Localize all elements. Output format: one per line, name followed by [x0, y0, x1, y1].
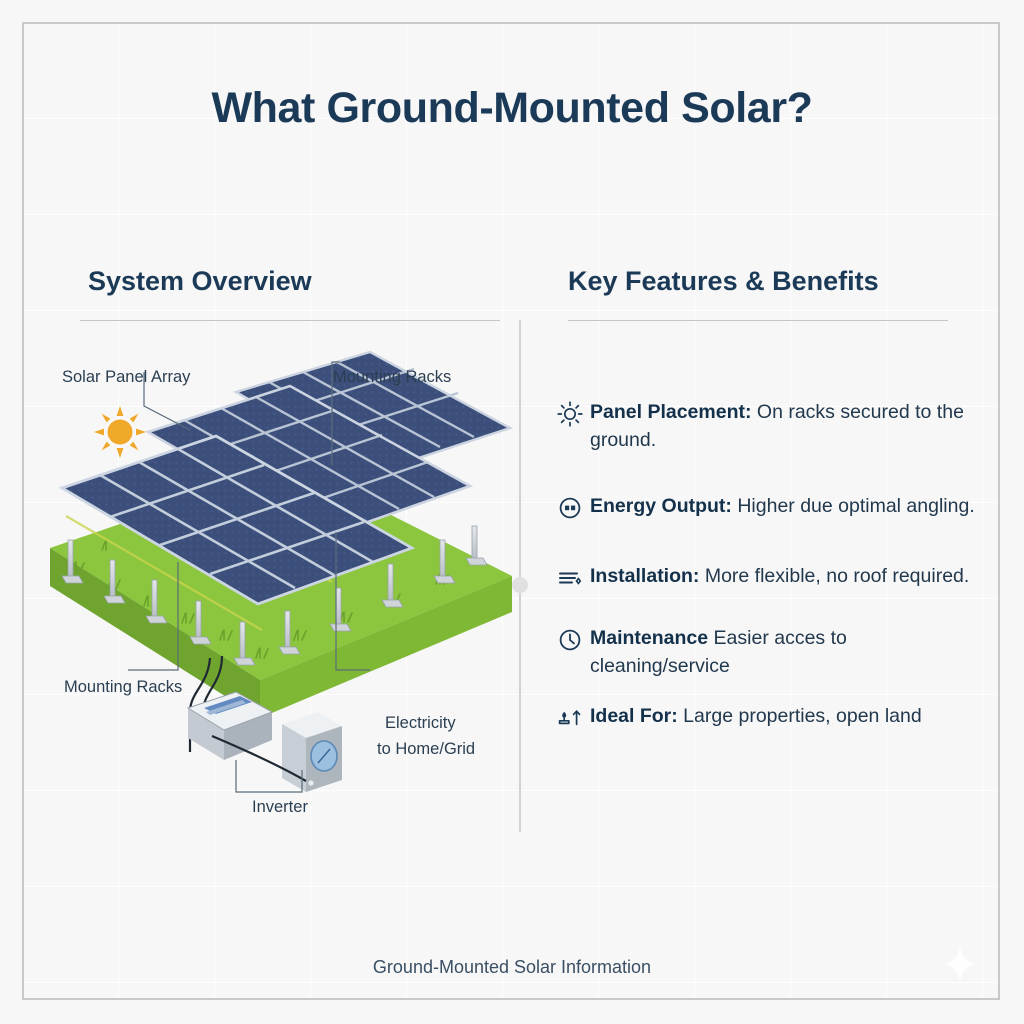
ground-mounted-solar-diagram: Solar Panel Array Mounting Racks Mountin…	[40, 340, 520, 840]
inverter-box	[186, 691, 274, 760]
feature-body: On racks secured to the ground.	[590, 401, 964, 451]
energy-output-icon	[556, 492, 590, 524]
feature-body: Easier acces to cleaning/service	[590, 627, 847, 677]
feature-text: Installation: More flexible, no roof req…	[590, 562, 969, 590]
diagram-svg	[50, 350, 514, 792]
feature-item-installation: Installation: More flexible, no roof req…	[556, 562, 1024, 594]
diagram-label-mounting-racks-top: Mounting Racks	[333, 368, 452, 386]
feature-text: Energy Output: Higher due optimal anglin…	[590, 492, 975, 520]
sun-icon	[556, 398, 590, 430]
diagram-label-mounting-racks-bottom: Mounting Racks	[64, 678, 183, 696]
meter-box	[282, 712, 342, 792]
diagram-label-solar-panel-array: Solar Panel Array	[62, 368, 191, 386]
heading-rule-right	[568, 320, 948, 321]
diagram-label-electricity-line1: Electricity	[385, 714, 456, 732]
divider-node	[512, 577, 528, 593]
installation-lines-icon	[556, 562, 590, 594]
solar-panel-row-front	[58, 434, 416, 631]
clock-icon	[556, 624, 590, 656]
feature-item-ideal-for: Ideal For: Large properties, open land	[556, 702, 1024, 734]
sun-icon	[94, 406, 146, 458]
section-heading-system-overview: System Overview	[88, 266, 312, 296]
features-list: Panel Placement: On racks secured to the…	[556, 398, 1024, 762]
diagram-label-inverter: Inverter	[252, 798, 308, 816]
page-title: What Ground-Mounted Solar?	[211, 84, 813, 132]
feature-text: Maintenance Easier acces to cleaning/ser…	[590, 624, 990, 680]
feature-label: Maintenance	[590, 627, 709, 649]
feature-label: Installation:	[590, 565, 700, 587]
feature-item-panel-placement: Panel Placement: On racks secured to the…	[556, 398, 1024, 454]
feature-text: Ideal For: Large properties, open land	[590, 702, 922, 730]
feature-body: Higher due optimal angling.	[731, 495, 975, 517]
column-divider	[519, 320, 521, 832]
feature-body: Large properties, open land	[677, 705, 922, 727]
feature-item-energy-output: Energy Output: Higher due optimal anglin…	[556, 492, 1024, 524]
feature-label: Panel Placement:	[590, 401, 752, 423]
inverter-detail	[204, 696, 252, 715]
footer-caption: Ground-Mounted Solar Information	[372, 957, 652, 977]
feature-label: Ideal For:	[590, 705, 678, 727]
land-arrow-icon	[556, 702, 590, 734]
diagram-label-electricity-line2: to Home/Grid	[377, 740, 476, 758]
feature-body: More flexible, no roof required.	[699, 565, 970, 587]
feature-label: Energy Output:	[590, 495, 732, 517]
feature-text: Panel Placement: On racks secured to the…	[590, 398, 990, 454]
feature-item-maintenance: Maintenance Easier acces to cleaning/ser…	[556, 624, 1024, 680]
section-heading-key-features: Key Features & Benefits	[568, 266, 879, 296]
heading-rule-left	[80, 320, 500, 321]
